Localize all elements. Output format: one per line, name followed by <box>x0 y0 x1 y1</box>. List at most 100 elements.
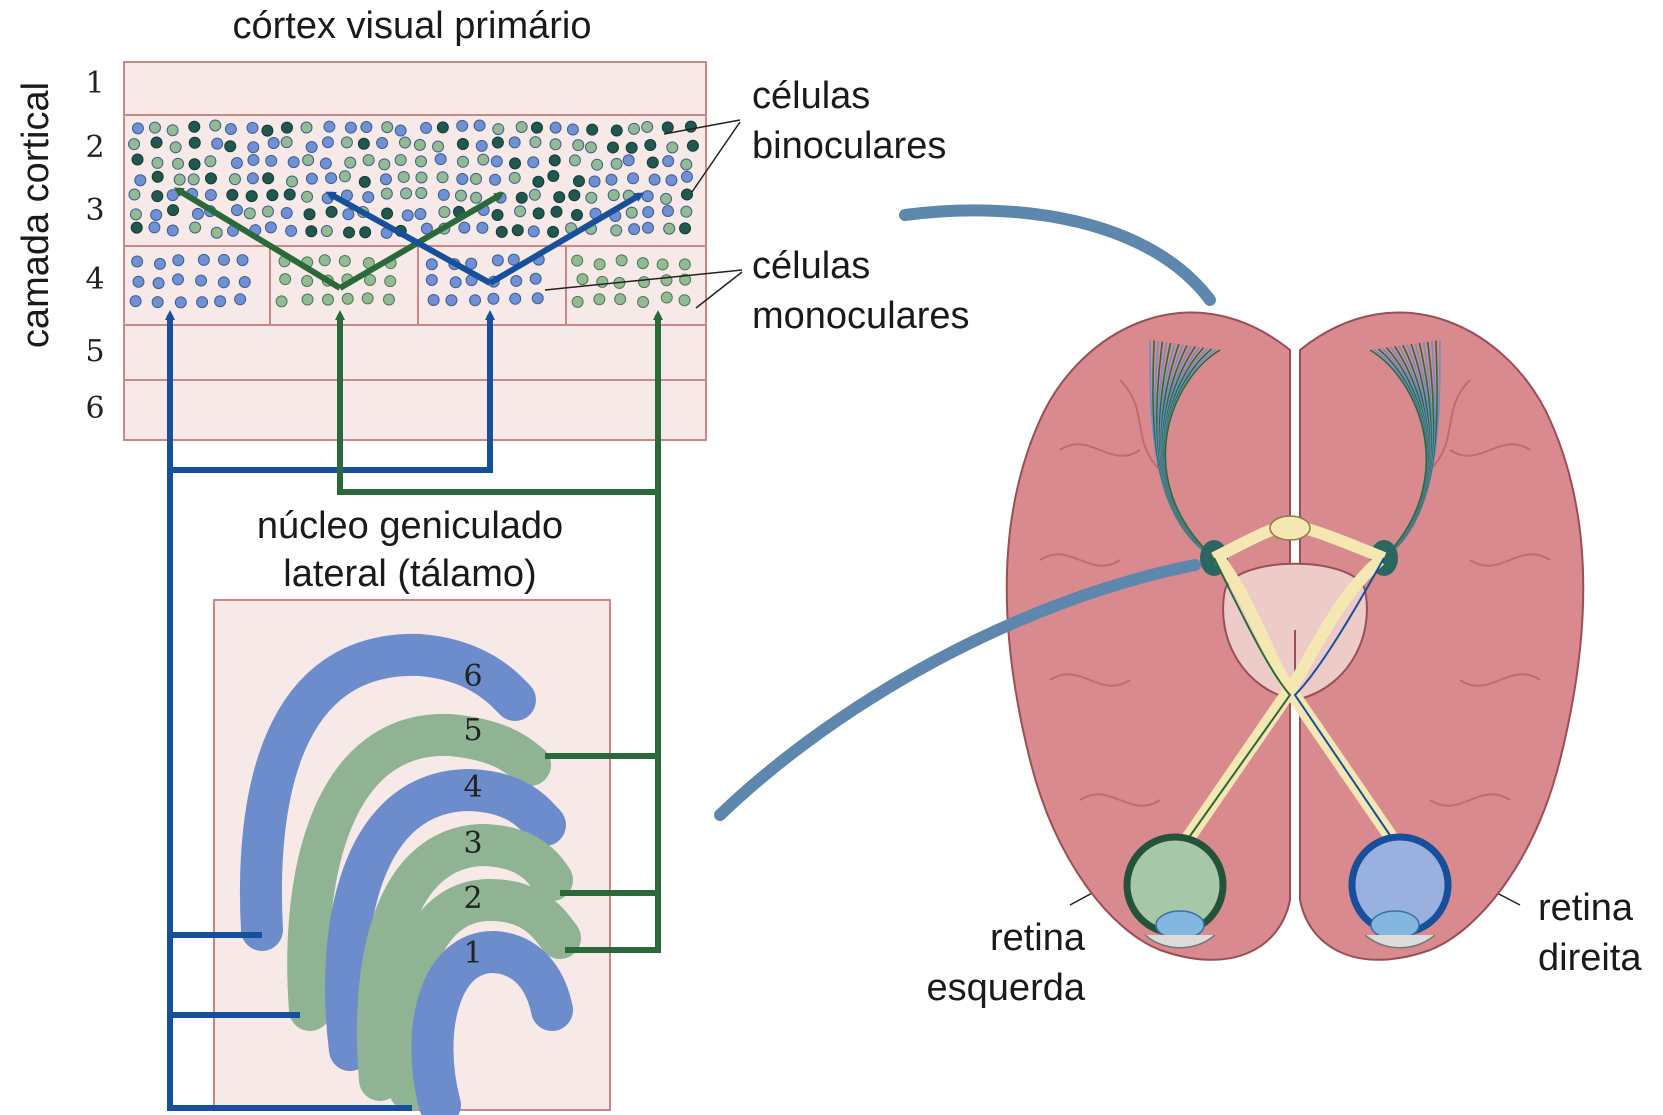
cortex-cell <box>493 124 504 135</box>
cortex-cell <box>167 190 178 201</box>
cortex-cell <box>611 225 622 236</box>
cortex-cell <box>151 137 162 148</box>
cortex-cell <box>363 192 374 203</box>
cortex-cell <box>153 278 164 289</box>
cortex-cell <box>175 297 186 308</box>
cortex-cell <box>246 191 257 202</box>
cortex-box <box>124 62 706 440</box>
cortex-cell <box>227 189 238 200</box>
layer-number-2: 2 <box>85 130 104 165</box>
cortex-cell <box>152 171 163 182</box>
left-retina-label-line2: esquerda <box>927 967 1086 1009</box>
cortex-cell <box>607 142 618 153</box>
cortex-cell <box>358 138 369 149</box>
cortex-cell <box>235 294 246 305</box>
cortex-cell <box>509 137 520 148</box>
cortex-cell <box>167 125 178 136</box>
cortex-cell <box>577 274 588 285</box>
cortex-cell <box>382 122 393 133</box>
cortex-cell <box>197 297 208 308</box>
cortex-cell <box>515 206 526 217</box>
cortex-cell <box>533 176 544 187</box>
cortex-cell <box>383 294 394 305</box>
cortex-cell <box>509 172 520 183</box>
cortex-cell <box>401 188 412 199</box>
cortex-cell <box>667 142 678 153</box>
cortex-cell <box>402 210 413 221</box>
cortex-cell <box>587 124 598 135</box>
layer-number-5: 5 <box>85 334 104 369</box>
cortex-cell <box>151 210 162 221</box>
cortex-cell <box>281 137 292 148</box>
cortex-cell <box>322 137 333 148</box>
cortex-cell <box>339 255 350 266</box>
cortex-cell <box>210 120 221 131</box>
cortex-cell <box>345 122 356 133</box>
cortex-cell <box>661 292 672 303</box>
cortex-cell <box>152 157 163 168</box>
cortex-cell <box>450 277 461 288</box>
cortex-cell <box>262 125 273 136</box>
cortex-cell <box>569 190 580 201</box>
cortex-cell <box>280 274 291 285</box>
cortex-cell <box>133 276 144 287</box>
lgn-label-line1: núcleo geniculado <box>257 505 563 547</box>
cortex-cell <box>266 155 277 166</box>
cortex-cell <box>549 155 560 166</box>
cortex-cell <box>306 173 317 184</box>
cortex-cell <box>478 154 489 165</box>
cortex-cell <box>225 124 236 135</box>
cortex-cell <box>301 122 312 133</box>
cortex-cell <box>586 192 597 203</box>
cortex-cell <box>130 209 141 220</box>
cortex-cell <box>642 222 653 233</box>
monocular-cells-label-line2: monoculares <box>752 295 970 337</box>
lgn-layer-number-2: 2 <box>463 881 482 916</box>
cortex-cell <box>262 206 273 217</box>
cortex-cell <box>239 276 250 287</box>
cortex-cell <box>457 156 468 167</box>
cortex-cell <box>611 158 622 169</box>
cortex-cell <box>550 122 561 133</box>
cortex-cell <box>225 141 236 152</box>
lgn-layer-number-3: 3 <box>463 826 482 861</box>
cortex-cell <box>361 121 372 132</box>
cortex-cell <box>218 254 229 265</box>
cortex-cell <box>341 137 352 148</box>
cortex-cell <box>628 173 639 184</box>
lgn-layer-number-5: 5 <box>463 713 482 748</box>
cortex-cell <box>130 296 141 307</box>
cortex-cell <box>572 210 583 221</box>
cortex-cell <box>647 157 658 168</box>
cortex-cell <box>512 225 523 236</box>
cortex-cell <box>592 159 603 170</box>
monocular-cells-label-line1: células <box>752 245 870 287</box>
cortex-cell <box>623 155 634 166</box>
cortex-cell <box>385 276 396 287</box>
cortex-cell <box>263 173 274 184</box>
cortex-cell <box>343 209 354 220</box>
cortex-cell <box>474 120 485 131</box>
primary-visual-cortex <box>124 62 706 440</box>
cortex-cell <box>231 205 242 216</box>
lgn-label-line2: lateral (tálamo) <box>283 553 536 595</box>
cortex-cell <box>306 142 317 153</box>
cortex-cell <box>492 255 503 266</box>
cortex-cell <box>129 139 140 150</box>
cortex-cell <box>190 222 201 233</box>
cortex-cell <box>642 191 653 202</box>
cortex-cell <box>302 294 313 305</box>
cortex-cell <box>680 223 691 234</box>
cortex-cell <box>205 189 216 200</box>
cortex-cell <box>438 189 449 200</box>
cortex-cell <box>433 141 444 152</box>
cortex-cell <box>490 174 501 185</box>
cortex-cell <box>380 174 391 185</box>
cortex-cell <box>267 190 278 201</box>
cortex-cell <box>247 122 258 133</box>
cortex-cell <box>548 226 559 237</box>
cortex-cell <box>132 123 143 134</box>
cortex-cell <box>304 209 315 220</box>
cortex-cell <box>529 189 540 200</box>
